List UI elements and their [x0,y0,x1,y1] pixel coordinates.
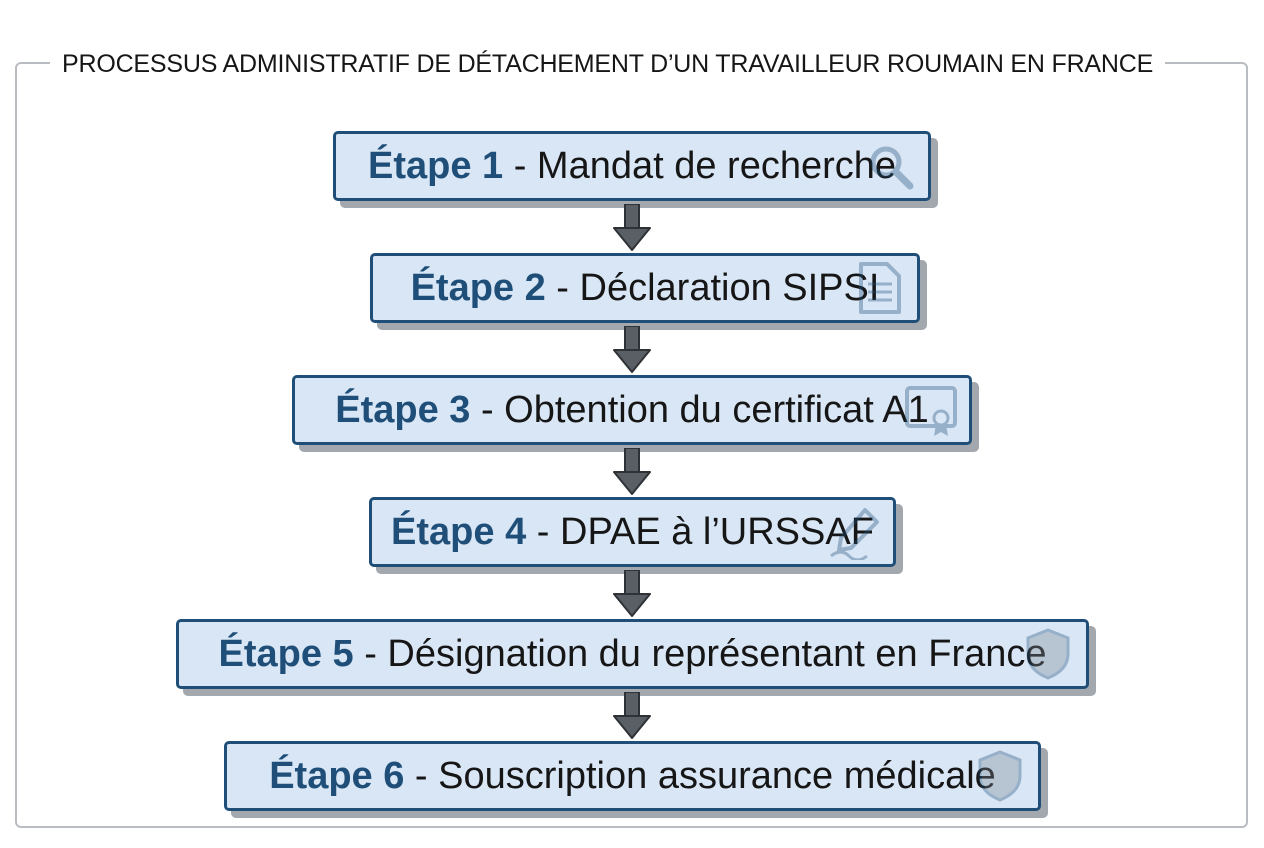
step-1-text: Mandat de recherche [536,144,897,187]
pen-signature-icon [830,508,879,560]
certificate-icon [905,386,957,436]
step-5-text: Désignation du représentant en France [387,632,1047,675]
diagram-title: PROCESSUS ADMINISTRATIF DE DÉTACHEMENT D… [50,45,1166,83]
step-2-separator: - [545,266,580,309]
step-6-label: Étape 6 [269,754,405,797]
shield-icon [978,750,1022,802]
step-4-label: Étape 4 [391,510,527,553]
magnifier-icon [870,146,914,190]
arrow-4-5 [613,570,651,617]
arrow-1-2 [613,204,651,251]
arrow-5-6 [613,692,651,739]
step-1-separator: - [503,144,537,187]
step-2-box: Étape 2 - Déclaration SIPSI [370,253,920,323]
step-5-label: Étape 5 [218,632,354,675]
step-3-box: Étape 3 - Obtention du certificat A1 [292,375,972,445]
step-5-separator: - [353,632,388,675]
step-6-separator: - [404,754,439,797]
step-1-label: Étape 1 [367,144,504,187]
step-4-text: DPAE à l’URSSAF [560,510,874,553]
step-2-text: Déclaration SIPSI [579,266,880,309]
step-5-box: Étape 5 - Désignation du représentant en… [176,619,1089,689]
arrow-2-3 [613,326,651,373]
shield-icon [1026,628,1070,680]
step-6-text: Souscription assurance médicale [438,754,996,797]
step-4-box: Étape 4 - DPAE à l’URSSAF [369,497,896,567]
step-3-separator: - [470,388,505,431]
step-6-box: Étape 6 - Souscription assurance médical… [224,741,1041,811]
document-icon [859,262,901,314]
arrow-3-4 [613,448,651,495]
step-3-text: Obtention du certificat A1 [504,388,929,431]
step-4-separator: - [526,510,560,553]
step-2-label: Étape 2 [410,266,546,309]
step-3-label: Étape 3 [335,388,471,431]
step-1-box: Étape 1 - Mandat de recherche [333,131,931,201]
